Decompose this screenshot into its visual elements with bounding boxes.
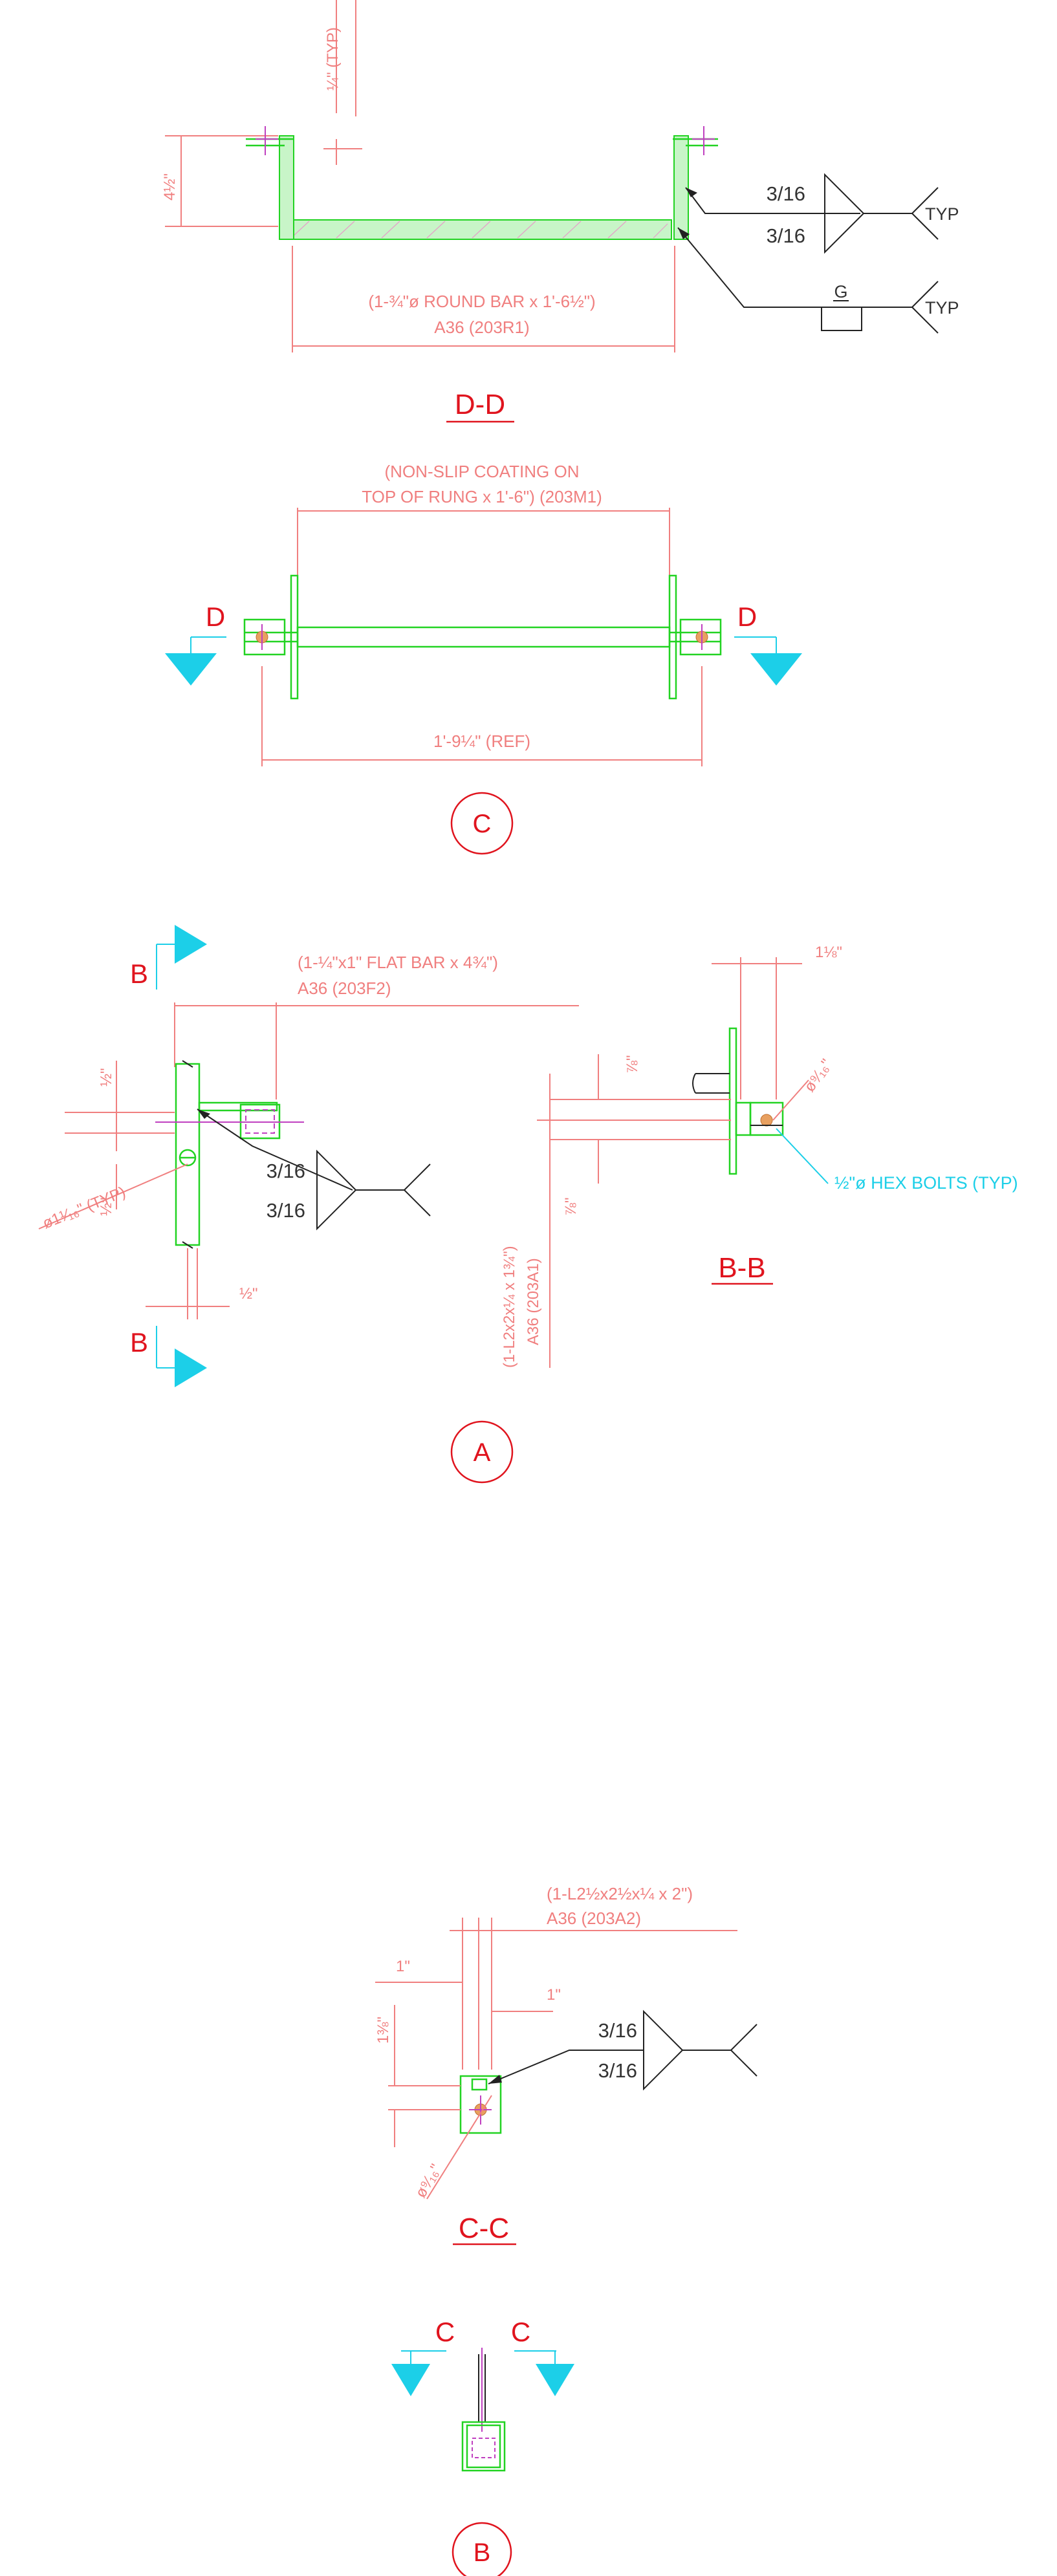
dim-1-left: 1" xyxy=(396,1958,410,1975)
view-a: B B (1-¼"x1" FLAT BAR x 4¾") A36 (203F2)… xyxy=(38,925,579,1484)
dim-height-label: 4½" xyxy=(161,173,179,200)
angle-label-line1: (1-L2x2x¼ x 1¾") xyxy=(501,1246,518,1368)
view-b: C C B xyxy=(391,2317,574,2576)
dim-half-bottom: ½" xyxy=(239,1285,258,1303)
section-b-top: B xyxy=(130,958,148,989)
weld1-top-size: 3/16 xyxy=(767,182,805,205)
view-cc: (1-L2½x2½x¼ x 2") A36 (203A2) 1" 1" 1⅜" … xyxy=(375,1884,757,2246)
section-b-bottom: B xyxy=(130,1327,148,1358)
hole-dim-cc: ø⁹⁄₁₆" xyxy=(412,2161,445,2201)
part-label-line2: A36 (203R1) xyxy=(434,318,529,337)
dim-typ-label: ¼" (TYP) xyxy=(324,27,342,91)
dim-half-left: ½" xyxy=(98,1197,115,1216)
dim-1-3-8: 1⅜" xyxy=(375,2017,392,2044)
weld2-field: G xyxy=(834,282,847,301)
dim-7-8-bottom: ⅞" xyxy=(562,1197,580,1216)
weld1-bottom-size: 3/16 xyxy=(767,224,805,247)
view-cc-title: C-C xyxy=(459,2213,509,2244)
weld2-tail: TYP xyxy=(925,298,959,318)
weld1-tail: TYP xyxy=(925,204,959,224)
view-c: (NON-SLIP COATING ON TOP OF RUNG x 1'-6"… xyxy=(165,462,802,855)
dim-1-1-8: 1⅛" xyxy=(815,944,842,961)
part-label-line1: (1-¾"ø ROUND BAR x 1'-6½") xyxy=(368,292,595,311)
view-dd: ¼" (TYP) 4½" (1-¾"ø ROUND BAR x 1'-6½") … xyxy=(161,0,959,423)
hex-bolt-note: ½"ø HEX BOLTS (TYP) xyxy=(834,1173,1018,1193)
section-c-left: C xyxy=(435,2317,455,2347)
section-c-right: C xyxy=(511,2317,530,2347)
view-dd-title: D-D xyxy=(455,389,505,420)
dim-1-right: 1" xyxy=(547,1986,561,2004)
section-d-left: D xyxy=(206,601,225,632)
section-d-right: D xyxy=(737,601,757,632)
weld-cc-bottom: 3/16 xyxy=(598,2059,637,2082)
dim-half-top: ½" xyxy=(98,1068,115,1087)
view-a-bubble: A xyxy=(474,1438,491,1467)
hole-dim-bb: ø⁹⁄₁₆" xyxy=(801,1056,836,1096)
view-bb-title: B-B xyxy=(718,1252,765,1284)
flat-bar-label-line1: (1-¼"x1" FLAT BAR x 4¾") xyxy=(298,953,498,972)
view-b-bubble: B xyxy=(474,2538,491,2567)
dim-7-8-top: ⅞" xyxy=(624,1055,641,1074)
view-bb: 1⅛" ⅞" ⅞" (1-L2x2x¼ x 1¾") A36 (203A1) ø… xyxy=(501,944,1018,1368)
weld-a-top: 3/16 xyxy=(267,1160,305,1182)
angle-cc-label-line1: (1-L2½x2½x¼ x 2") xyxy=(547,1884,693,1903)
coating-label-line1: (NON-SLIP COATING ON xyxy=(385,462,580,481)
coating-label-line2: TOP OF RUNG x 1'-6") (203M1) xyxy=(362,487,602,506)
angle-cc-label-line2: A36 (203A2) xyxy=(547,1909,641,1928)
angle-label-line2: A36 (203A1) xyxy=(525,1258,542,1345)
dim-length-label: 1'-9¼" (REF) xyxy=(433,731,530,751)
weld-a-bottom: 3/16 xyxy=(267,1199,305,1222)
view-c-bubble: C xyxy=(473,810,492,838)
weld-cc-top: 3/16 xyxy=(598,2019,637,2042)
flat-bar-label-line2: A36 (203F2) xyxy=(298,979,391,998)
